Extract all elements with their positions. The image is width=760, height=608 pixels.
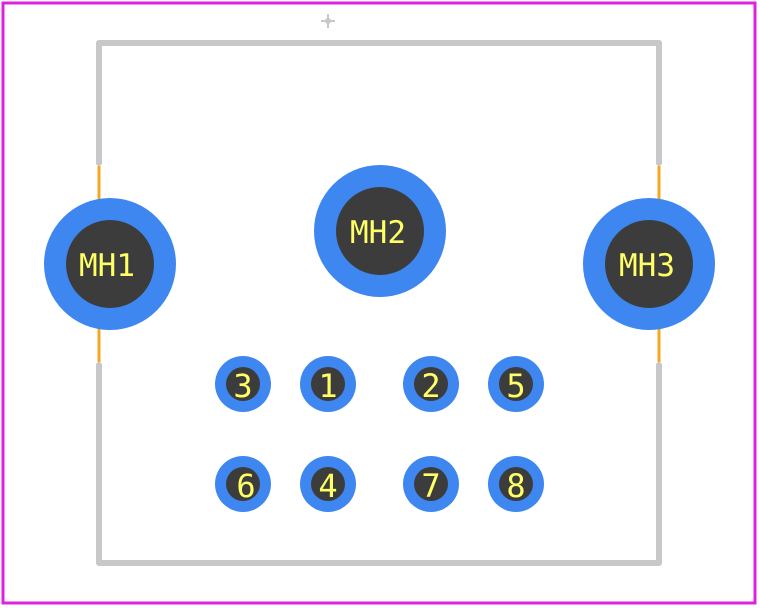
mounting-hole-mh1[interactable]: MH1	[44, 198, 176, 330]
pad-7[interactable]: 7	[403, 456, 459, 512]
pad-3[interactable]: 3	[215, 356, 271, 412]
pad-2[interactable]: 2	[403, 356, 459, 412]
pad-number: 2	[421, 367, 440, 405]
pad-8[interactable]: 8	[488, 456, 544, 512]
mounting-hole-label: MH2	[350, 215, 406, 251]
pad-number: 6	[236, 467, 255, 505]
silkscreen-top	[96, 40, 662, 166]
pad-number: 4	[318, 467, 337, 505]
mounting-hole-mh3[interactable]: MH3	[583, 198, 715, 330]
pad-number: 1	[318, 367, 337, 405]
mounting-hole-label: MH1	[79, 248, 135, 284]
silkscreen-bottom	[96, 362, 662, 566]
pad-number: 5	[506, 367, 525, 405]
pad-6[interactable]: 6	[215, 456, 271, 512]
pad-5[interactable]: 5	[488, 356, 544, 412]
pad-number: 7	[421, 467, 440, 505]
mounting-hole-mh2[interactable]: MH2	[314, 165, 446, 297]
pad-4[interactable]: 4	[300, 456, 356, 512]
pad-number: 8	[506, 467, 525, 505]
courtyard-marks	[97, 166, 661, 362]
silkscreen-outline	[96, 40, 662, 566]
mounting-hole-label: MH3	[619, 248, 675, 284]
pad-1[interactable]: 1	[300, 356, 356, 412]
crosshair-icon	[321, 14, 335, 28]
pad-number: 3	[233, 367, 252, 405]
